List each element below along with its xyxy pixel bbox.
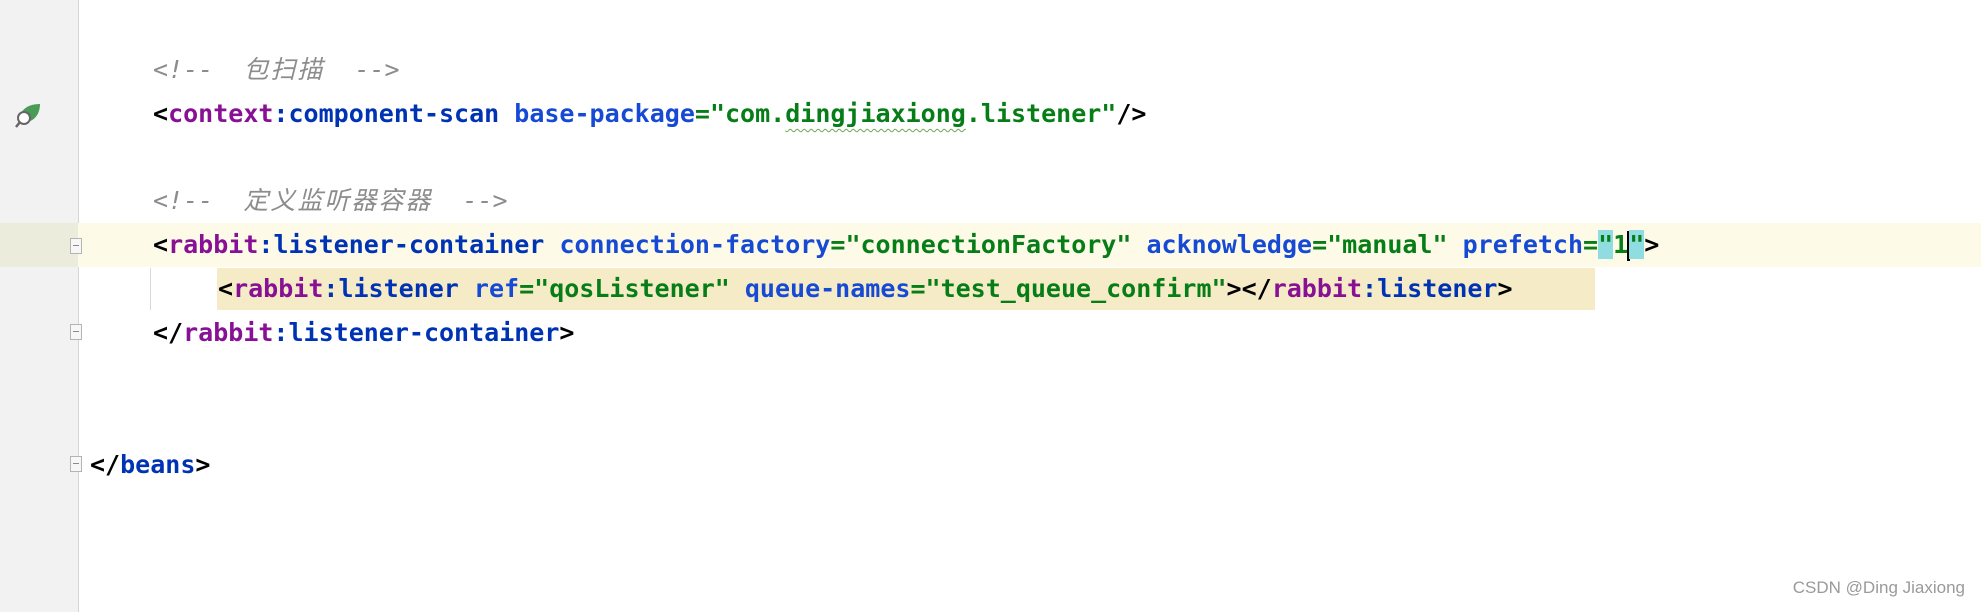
code-line-listener-container-open[interactable]: <rabbit:listener-container connection-fa… [153, 230, 1660, 261]
fold-marker-close[interactable] [70, 324, 82, 340]
watermark: CSDN @Ding Jiaxiong [1792, 578, 1965, 597]
quote-match-open: " [1598, 230, 1614, 259]
element-highlight [217, 268, 1595, 310]
fold-marker-beans-close[interactable] [70, 456, 82, 472]
code-line-beans-close[interactable]: </beans> [90, 450, 211, 479]
code-line-listener-container-close[interactable]: </rabbit:listener-container> [153, 318, 575, 347]
spring-bean-search-icon[interactable] [14, 100, 42, 128]
code-line-component-scan[interactable]: <context:component-scan base-package="co… [153, 99, 1147, 128]
fold-marker-open[interactable] [70, 238, 82, 254]
current-line-highlight [0, 223, 1981, 267]
text-caret [1627, 231, 1631, 261]
code-line-comment-container[interactable]: <!-- 定义监听器容器 --> [153, 186, 508, 215]
indent-guide [150, 268, 151, 310]
editor-gutter [0, 0, 79, 612]
code-line-comment-scan[interactable]: <!-- 包扫描 --> [153, 55, 400, 84]
quote-match-close: " [1629, 230, 1645, 259]
code-line-listener[interactable]: <rabbit:listener ref="qosListener" queue… [218, 274, 1513, 303]
